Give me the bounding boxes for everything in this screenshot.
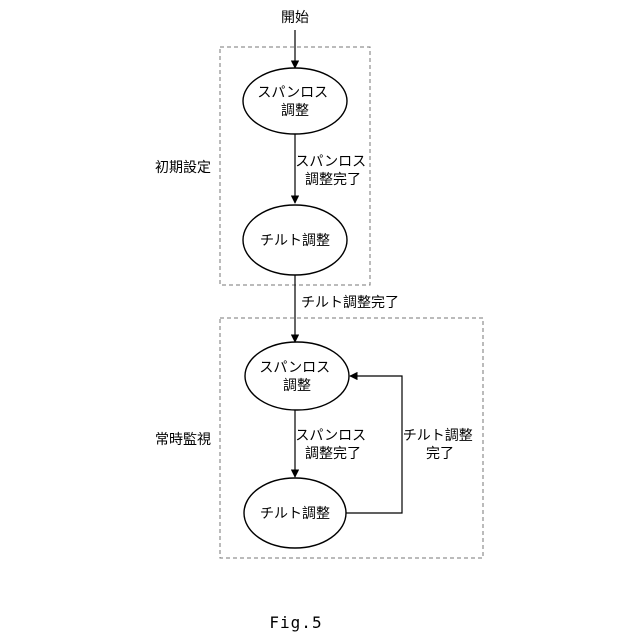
- node-label-span-initial-line2: 調整: [281, 103, 309, 119]
- group-label-monitor: 常時監視: [155, 431, 211, 448]
- edge-tilt-monitor-loop: [346, 376, 402, 513]
- edge-label-span-done-initial-line2: 調整完了: [305, 172, 361, 188]
- node-span-initial: [243, 68, 347, 134]
- start-label: 開始: [281, 10, 309, 26]
- figure-caption: Fig.5: [269, 613, 322, 632]
- edge-label-span-done-monitor-line2: 調整完了: [305, 446, 361, 462]
- node-label-span-monitor-line1: スパンロス: [259, 360, 330, 376]
- group-label-initial: 初期設定: [155, 159, 211, 176]
- edge-label-span-done-monitor-line1: スパンロス: [295, 428, 366, 444]
- edge-label-span-done-monitor: スパンロス 調整完了: [295, 428, 370, 462]
- node-label-tilt-monitor: チルト調整: [260, 506, 330, 522]
- edge-label-span-done-initial-line1: スパンロス: [295, 154, 366, 170]
- edge-label-tilt-done-loop-line2: 完了: [426, 446, 454, 462]
- node-label-span-initial-line1: スパンロス: [257, 85, 328, 101]
- node-label-tilt-initial: チルト調整: [260, 233, 330, 249]
- edge-label-tilt-done-transition: チルト調整完了: [301, 295, 399, 311]
- edge-label-span-done-initial: スパンロス 調整完了: [295, 154, 370, 188]
- edge-label-tilt-done-transition-line1: チルト調整完了: [301, 295, 399, 311]
- edge-label-tilt-done-loop: チルト調整 完了: [403, 428, 477, 462]
- node-label-tilt-initial-line1: チルト調整: [260, 233, 330, 249]
- edge-label-tilt-done-loop-line1: チルト調整: [403, 428, 473, 444]
- node-label-span-monitor-line2: 調整: [283, 378, 311, 394]
- node-span-monitor: [245, 342, 349, 410]
- node-label-tilt-monitor-line1: チルト調整: [260, 506, 330, 522]
